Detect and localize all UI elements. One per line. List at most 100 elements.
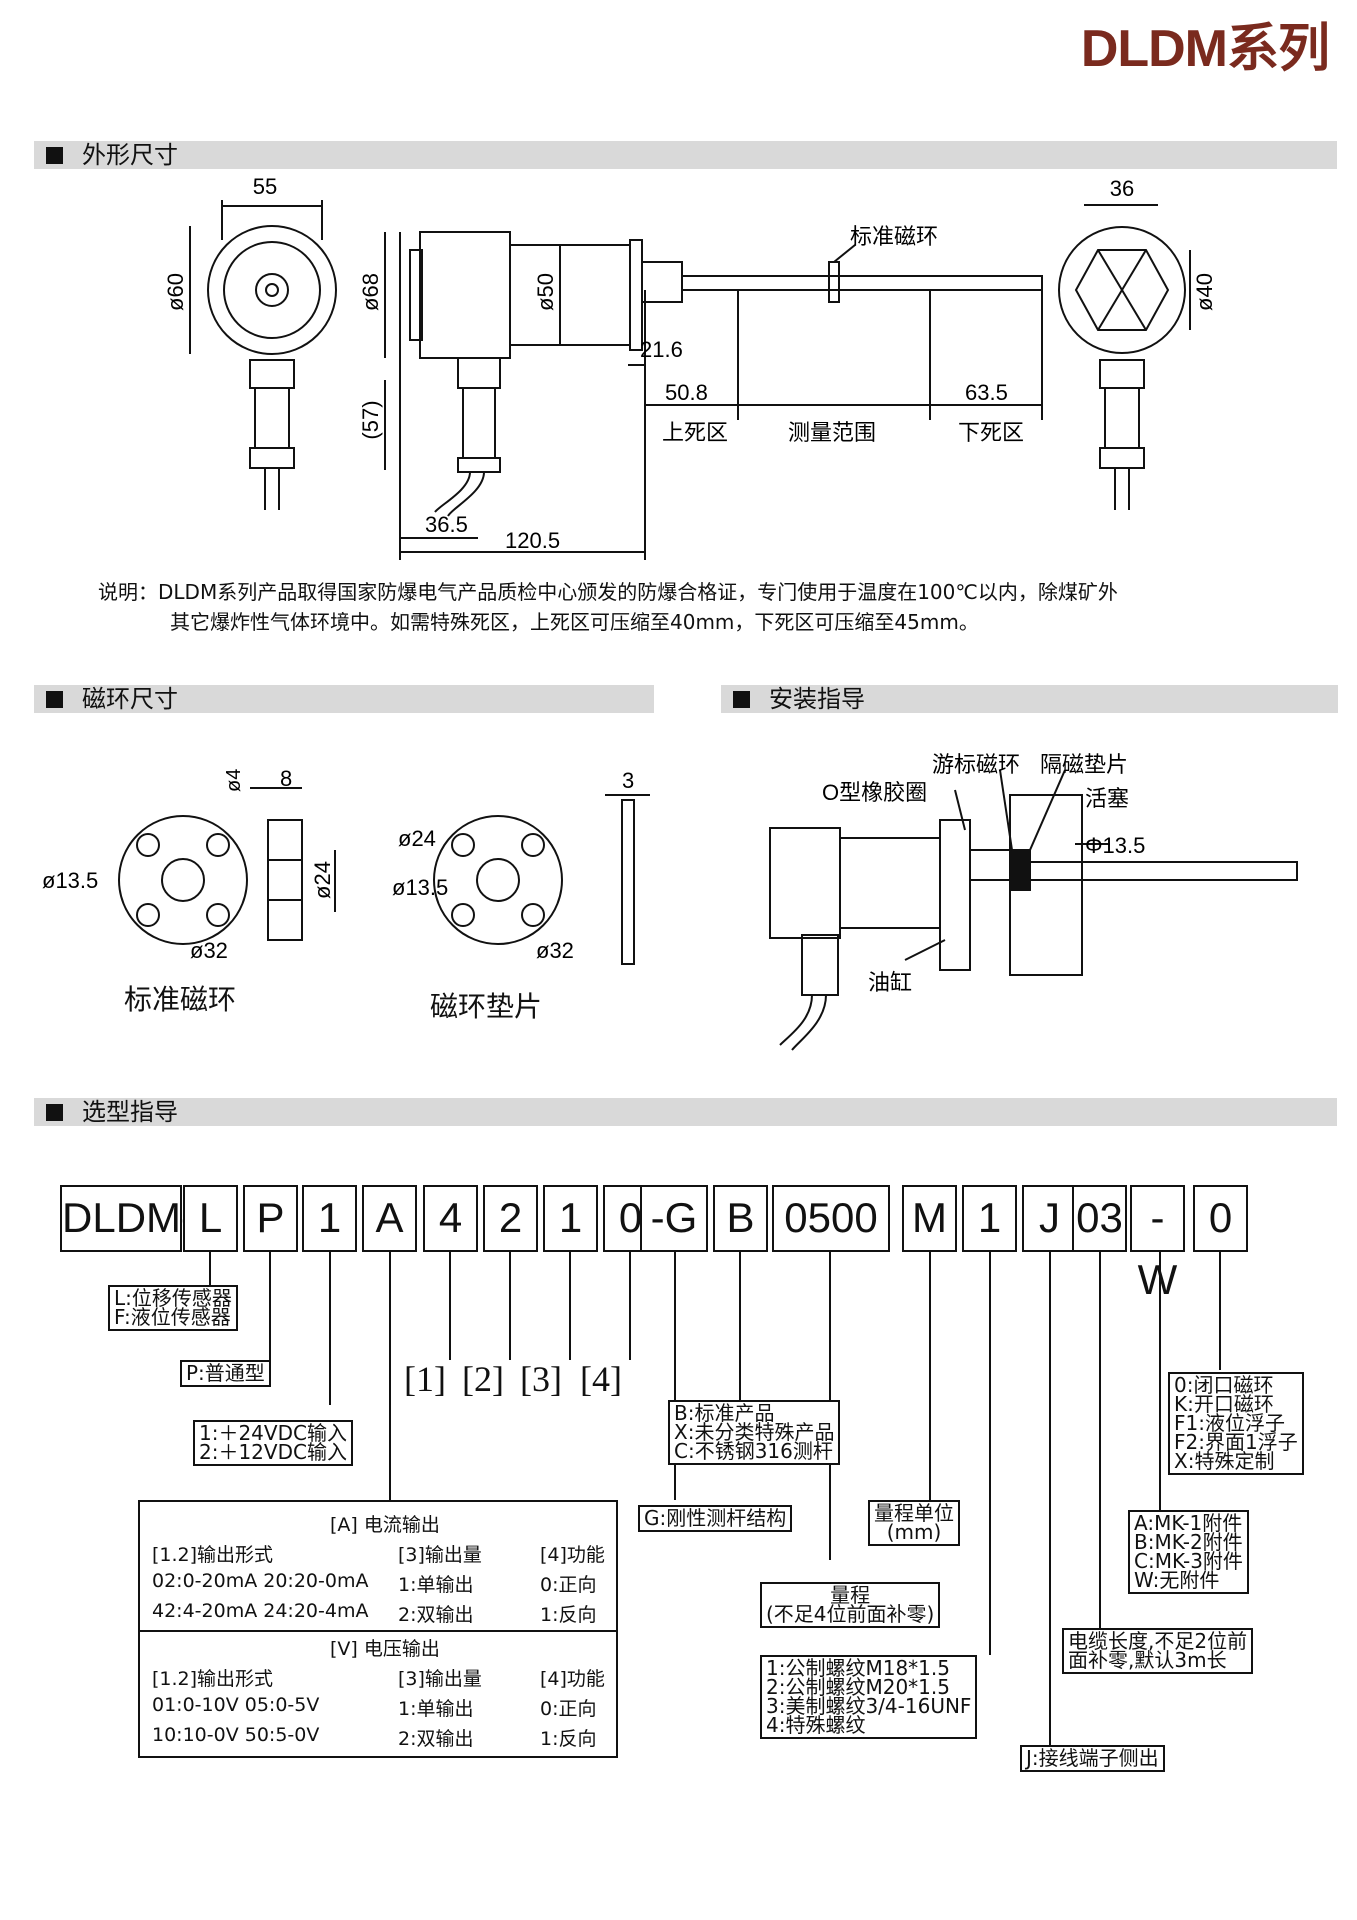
table-cell: 1:单输出 xyxy=(398,1698,474,1720)
table-title: [V] 电压输出 xyxy=(330,1638,440,1660)
note-line: 说明：DLDM系列产品取得国家防爆电气产品质检中心颁发的防爆合格证，专门使用于温… xyxy=(98,580,1118,604)
bracket-label: [3] xyxy=(520,1359,562,1399)
option-box-terminal: J:接线端子侧出 xyxy=(1020,1745,1165,1772)
code-cell: L xyxy=(183,1185,238,1252)
dim-label: 120.5 xyxy=(505,528,560,553)
section-bar-selection: 选型指导 xyxy=(34,1098,1337,1126)
section-title: 外形尺寸 xyxy=(82,141,178,169)
table-header: [1.2]输出形式 xyxy=(152,1668,274,1690)
dim-label: 50.8 xyxy=(665,380,708,405)
callout-label: O型橡胶圈 xyxy=(822,780,927,805)
table-cell: 0:正向 xyxy=(540,1698,597,1720)
code-cell: 4 xyxy=(423,1185,478,1252)
dim-label: ø60 xyxy=(163,273,188,311)
code-cell: M xyxy=(902,1185,957,1252)
callout-label: 隔磁垫片 xyxy=(1040,752,1128,777)
series-title: DLDM系列 xyxy=(1080,20,1330,78)
section-title: 选型指导 xyxy=(82,1098,178,1126)
section-bar-outline: 外形尺寸 xyxy=(34,141,1337,169)
bracket-label: [2] xyxy=(462,1359,504,1399)
table-cell: 0:正向 xyxy=(540,1574,597,1596)
outline-drawing: 55 ø60 ø68 ø50 (57) 21.6 36.5 120.5 50.8… xyxy=(163,174,1217,560)
dim-label: ø40 xyxy=(1192,273,1217,311)
section-bar-install: 安装指导 xyxy=(721,685,1338,713)
table-header: [3]输出量 xyxy=(398,1544,482,1566)
dim-label: (57) xyxy=(358,400,383,439)
dim-label: ø4 xyxy=(223,769,245,792)
option-box-accessory: A:MK-1附件 B:MK-2附件 C:MK-3附件 W:无附件 xyxy=(1128,1510,1249,1594)
caption-std-ring: 标准磁环 xyxy=(124,983,237,1016)
option-box-power: 1:＋24VDC输入 2:＋12VDC输入 xyxy=(193,1420,353,1466)
option-box-product: B:标准产品 X:未分类特殊产品 C:不锈钢316测杆 xyxy=(668,1400,841,1465)
table-divider xyxy=(140,1630,616,1632)
dim-label: ø24 xyxy=(398,826,436,851)
dim-label: ø13.5 xyxy=(42,868,98,893)
install-drawing: 游标磁环 隔磁垫片 O型橡胶圈 活塞 Φ13.5 油缸 xyxy=(769,752,1298,1051)
code-cell: 0500 xyxy=(772,1185,890,1252)
table-header: [1.2]输出形式 xyxy=(152,1544,274,1566)
callout-label: Φ13.5 xyxy=(1085,833,1145,858)
table-cell: 1:单输出 xyxy=(398,1574,474,1596)
code-cell: 0 xyxy=(1193,1185,1248,1252)
code-cell: P xyxy=(243,1185,298,1252)
dim-label: 8 xyxy=(280,766,292,791)
option-box-unit: 量程单位 (mm) xyxy=(868,1500,960,1546)
table-header: [4]功能 xyxy=(540,1544,605,1566)
dim-label: ø32 xyxy=(536,938,574,963)
table-cell: 1:反向 xyxy=(540,1604,597,1626)
zone-label: 测量范围 xyxy=(788,420,876,445)
code-cell: B xyxy=(713,1185,768,1252)
dim-label: 36 xyxy=(1110,176,1134,201)
dim-label: 55 xyxy=(253,174,277,199)
dim-label: ø24 xyxy=(310,861,335,899)
caption-pad: 磁环垫片 xyxy=(430,990,543,1023)
option-box-mode: P:普通型 xyxy=(180,1360,271,1387)
option-box-thread: 1:公制螺纹M18*1.5 2:公制螺纹M20*1.5 3:美制螺纹3/4-16… xyxy=(760,1655,978,1739)
callout-label: 活塞 xyxy=(1085,786,1129,811)
bullet-square-icon xyxy=(733,691,750,708)
ring-drawing: ø4 8 ø24 ø13.5 ø32 ø24 ø13.5 ø32 3 xyxy=(42,766,650,965)
bullet-square-icon xyxy=(46,691,63,708)
bullet-square-icon xyxy=(46,147,63,164)
bullet-square-icon xyxy=(46,1104,63,1121)
dim-label: 3 xyxy=(622,768,634,793)
option-box-type: L:位移传感器 F:液位传感器 xyxy=(108,1285,238,1331)
option-box-ring: 0:闭口磁环 K:开口磁环 F1:液位浮子 F2:界面1浮子 X:特殊定制 xyxy=(1168,1372,1304,1475)
code-cell: 1 xyxy=(302,1185,357,1252)
code-cell: DLDM- xyxy=(60,1185,195,1252)
dim-label: 21.6 xyxy=(640,337,683,362)
section-bar-ring: 磁环尺寸 xyxy=(34,685,654,713)
option-box-cable: 电缆长度,不足2位前 面补零,默认3m长 xyxy=(1062,1628,1254,1674)
callout-label: 游标磁环 xyxy=(932,752,1020,777)
callout-label: 标准磁环 xyxy=(850,224,938,249)
code-cell: 1 xyxy=(543,1185,598,1252)
output-table: [A] 电流输出 [1.2]输出形式 [3]输出量 [4]功能 02:0-20m… xyxy=(138,1500,618,1758)
dim-label: ø68 xyxy=(358,273,383,311)
bracket-label: [4] xyxy=(580,1359,622,1399)
note-line: 其它爆炸性气体环境中。如需特殊死区，上死区可压缩至40mm，下死区可压缩至45m… xyxy=(170,610,979,634)
table-cell: 2:双输出 xyxy=(398,1728,474,1750)
option-box-range: 量程 (不足4位前面补零) xyxy=(760,1582,941,1628)
callout-label: 油缸 xyxy=(868,970,912,995)
code-cell: 2 xyxy=(483,1185,538,1252)
zone-label: 上死区 xyxy=(662,420,728,445)
dim-label: ø13.5 xyxy=(392,875,448,900)
table-header: [3]输出量 xyxy=(398,1668,482,1690)
table-cell: 02:0-20mA 20:20-0mA xyxy=(152,1570,369,1592)
code-cell: 03 xyxy=(1072,1185,1127,1252)
table-cell: 1:反向 xyxy=(540,1728,597,1750)
option-box-rod: G:刚性测杆结构 xyxy=(638,1505,793,1532)
table-cell: 2:双输出 xyxy=(398,1604,474,1626)
table-title: [A] 电流输出 xyxy=(330,1514,440,1536)
table-header: [4]功能 xyxy=(540,1668,605,1690)
dim-label: ø50 xyxy=(533,273,558,311)
code-cell: -W xyxy=(1130,1185,1185,1303)
table-cell: 01:0-10V 05:0-5V xyxy=(152,1694,320,1716)
table-cell: 42:4-20mA 24:20-4mA xyxy=(152,1600,369,1622)
zone-label: 下死区 xyxy=(958,420,1024,445)
code-cell: 1 xyxy=(962,1185,1017,1252)
section-title: 磁环尺寸 xyxy=(82,685,178,713)
section-title: 安装指导 xyxy=(769,685,865,713)
dim-label: 63.5 xyxy=(965,380,1008,405)
